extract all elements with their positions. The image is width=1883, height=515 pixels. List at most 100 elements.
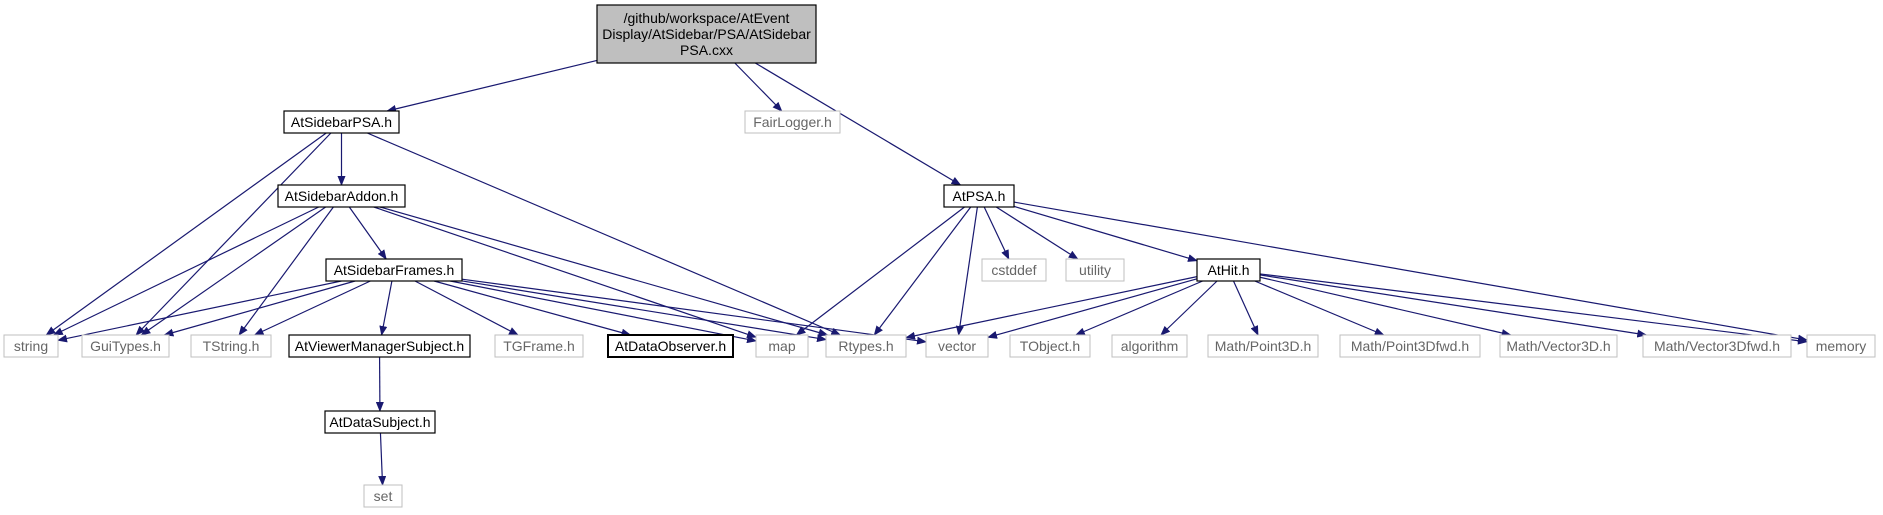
node-AtSidebarPSA_h[interactable]: AtSidebarPSA.h	[283, 110, 400, 134]
node-label: map	[768, 338, 795, 354]
edge-AtSidebarAddon_h-to-TString_h	[238, 206, 334, 336]
node-box	[1339, 334, 1481, 358]
edge-AtSidebarFrames_h-to-Rtypes_h	[461, 280, 827, 343]
node-Math_Vector3D_h: Math/Vector3D.h	[1499, 334, 1618, 358]
node-AtDataObserver_h[interactable]: AtDataObserver.h	[607, 334, 734, 358]
node-AtDataSubject_h[interactable]: AtDataSubject.h	[324, 410, 436, 434]
node-box	[324, 410, 436, 434]
edges-layer	[45, 59, 1808, 486]
node-label: string	[14, 338, 48, 354]
node-TObject_h: TObject.h	[1009, 334, 1091, 358]
node-box	[1806, 334, 1876, 358]
node-label: AtPSA.h	[953, 188, 1006, 204]
edge-AtHit_h-to-TObject_h	[1074, 280, 1203, 336]
node-algorithm: algorithm	[1111, 334, 1188, 358]
edge-root-to-AtPSA_h	[754, 62, 962, 186]
node-Math_Point3Dfwd_h: Math/Point3Dfwd.h	[1339, 334, 1481, 358]
node-box	[190, 334, 272, 358]
node-label: GuiTypes.h	[90, 338, 161, 354]
node-box	[1642, 334, 1792, 358]
node-box	[325, 258, 463, 282]
node-box	[744, 110, 841, 134]
node-AtSidebarFrames_h[interactable]: AtSidebarFrames.h	[325, 258, 463, 282]
edge-root-to-AtSidebarPSA_h	[386, 59, 598, 113]
node-label: Math/Point3Dfwd.h	[1351, 338, 1469, 354]
node-box	[1499, 334, 1618, 358]
edge-AtSidebarFrames_h-to-string	[57, 280, 342, 343]
edge-AtHit_h-to-Math_Point3Dfwd_h	[1254, 280, 1385, 336]
edge-AtHit_h-to-Rtypes_h	[905, 276, 1198, 340]
node-box	[494, 334, 584, 358]
edge-AtHit_h-to-Math_Vector3Dfwd_h	[1259, 274, 1648, 338]
node-cstddef: cstddef	[981, 258, 1047, 282]
node-box	[3, 334, 59, 358]
node-label: Rtypes.h	[838, 338, 893, 354]
node-vector: vector	[925, 334, 989, 358]
node-box	[925, 334, 989, 358]
node-box	[1207, 334, 1319, 358]
edge-AtSidebarPSA_h-to-Rtypes_h	[367, 132, 842, 336]
node-box	[81, 334, 170, 358]
edge-AtHit_h-to-memory	[1259, 273, 1808, 345]
node-map: map	[755, 334, 809, 358]
node-label: TObject.h	[1020, 338, 1080, 354]
edge-AtSidebarAddon_h-to-AtSidebarFrames_h	[348, 206, 387, 260]
edge-AtSidebarAddon_h-to-GuiTypes_h	[140, 206, 327, 336]
node-TString_h: TString.h	[190, 334, 272, 358]
node-box	[981, 258, 1047, 282]
node-AtHit_h[interactable]: AtHit.h	[1196, 258, 1261, 282]
node-label: AtSidebarAddon.h	[285, 188, 399, 204]
edge-AtSidebarPSA_h-to-GuiTypes_h	[135, 132, 332, 336]
node-memory: memory	[1806, 334, 1876, 358]
node-label: PSA.cxx	[680, 42, 733, 58]
edge-AtSidebarAddon_h-to-string	[52, 206, 319, 336]
edge-AtPSA_h-to-cstddef	[983, 206, 1010, 260]
edge-AtPSA_h-to-vector	[955, 206, 978, 336]
node-utility: utility	[1065, 258, 1125, 282]
edge-AtSidebarPSA_h-to-string	[45, 132, 327, 336]
node-label: AtHit.h	[1207, 262, 1249, 278]
node-box	[755, 334, 809, 358]
node-label: AtViewerManagerSubject.h	[295, 338, 464, 354]
node-box	[283, 110, 400, 134]
node-AtPSA_h[interactable]: AtPSA.h	[943, 184, 1015, 208]
edge-AtSidebarFrames_h-to-vector	[461, 278, 927, 345]
node-label: TString.h	[203, 338, 260, 354]
node-box	[277, 184, 406, 208]
node-AtSidebarAddon_h[interactable]: AtSidebarAddon.h	[277, 184, 406, 208]
edge-AtHit_h-to-Math_Vector3D_h	[1259, 276, 1512, 337]
node-label: vector	[938, 338, 976, 354]
node-GuiTypes_h: GuiTypes.h	[81, 334, 170, 358]
node-label: algorithm	[1121, 338, 1179, 354]
node-label: Display/AtSidebar/PSA/AtSidebar	[602, 26, 811, 42]
node-label: utility	[1079, 262, 1111, 278]
edge-AtSidebarFrames_h-to-TGFrame_h	[414, 280, 519, 336]
node-label: memory	[1816, 338, 1867, 354]
node-box	[363, 484, 403, 508]
node-box	[1111, 334, 1188, 358]
node-set: set	[363, 484, 403, 508]
node-Math_Point3D_h: Math/Point3D.h	[1207, 334, 1319, 358]
edge-root-to-FairLogger_h	[734, 62, 783, 112]
node-label: Math/Vector3Dfwd.h	[1654, 338, 1780, 354]
node-AtViewerManagerSubject_h[interactable]: AtViewerManagerSubject.h	[288, 334, 471, 358]
node-label: cstddef	[991, 262, 1036, 278]
node-box	[288, 334, 471, 358]
node-FairLogger_h: FairLogger.h	[744, 110, 841, 134]
edge-AtPSA_h-to-Rtypes_h	[873, 206, 972, 336]
edge-AtHit_h-to-algorithm	[1160, 280, 1218, 336]
node-label: FairLogger.h	[753, 114, 832, 130]
edge-AtHit_h-to-Math_Point3D_h	[1232, 280, 1259, 336]
node-label: AtSidebarFrames.h	[334, 262, 455, 278]
node-box	[1065, 258, 1125, 282]
node-root: /github/workspace/AtEventDisplay/AtSideb…	[596, 4, 817, 64]
edge-AtPSA_h-to-memory	[1013, 201, 1808, 343]
node-box	[607, 334, 734, 358]
edge-AtSidebarFrames_h-to-TString_h	[253, 280, 371, 336]
node-label: TGFrame.h	[503, 338, 575, 354]
node-label: /github/workspace/AtEvent	[624, 10, 790, 26]
node-label: Math/Point3D.h	[1215, 338, 1312, 354]
edge-AtPSA_h-to-map	[795, 206, 965, 336]
edge-AtHit_h-to-vector	[987, 278, 1198, 339]
